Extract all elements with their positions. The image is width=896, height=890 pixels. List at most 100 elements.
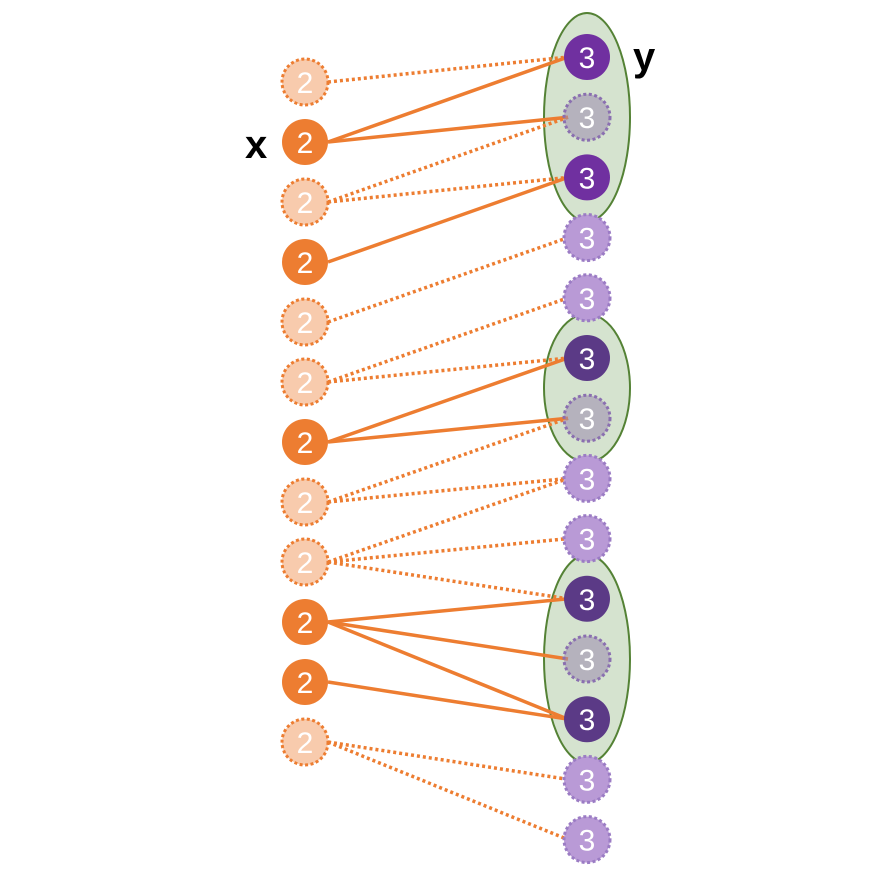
right-node-ghost-label: 3	[579, 102, 596, 135]
edge-dotted	[327, 235, 569, 324]
left-node-faded: 2	[280, 57, 330, 107]
left-node-faded-label: 2	[297, 727, 314, 760]
left-node-solid-label: 2	[297, 127, 314, 160]
left-node-solid-label: 2	[297, 247, 314, 280]
left-node-faded-label: 2	[297, 547, 314, 580]
edge-dotted	[327, 115, 569, 204]
right-node-bright-circle	[564, 154, 610, 201]
edge-dotted	[327, 356, 569, 384]
label-x: x	[245, 123, 267, 167]
right-node-faded: 3	[562, 815, 612, 865]
left-node-faded: 2	[280, 357, 330, 407]
edge-dotted	[327, 740, 569, 842]
left-node-faded-circle	[280, 537, 330, 587]
edge-solid	[327, 680, 569, 721]
left-node-faded-circle	[280, 717, 330, 767]
left-node-solid: 2	[282, 119, 328, 165]
edge-dotted	[327, 476, 569, 564]
right-node-bright: 3	[564, 34, 610, 80]
right-node-ghost-circle	[562, 393, 612, 443]
left-node-faded-label: 2	[297, 307, 314, 340]
left-node-solid-label: 2	[297, 667, 314, 700]
right-node-dark-label: 3	[579, 704, 596, 737]
right-node-bright: 3	[564, 154, 610, 201]
right-node-faded: 3	[562, 213, 612, 263]
right-node-dark-circle	[564, 335, 610, 381]
right-node-ghost-circle	[562, 92, 612, 142]
right-node-faded-circle	[562, 213, 612, 263]
right-node-faded-label: 3	[579, 764, 596, 797]
left-node-faded-circle	[280, 177, 330, 227]
right-node-faded-label: 3	[579, 463, 596, 496]
right-node-faded-circle	[562, 453, 612, 503]
right-node-faded-circle	[562, 815, 612, 865]
edge-solid	[327, 175, 569, 264]
right-node-bright-circle	[564, 34, 610, 80]
left-node-solid: 2	[282, 599, 328, 645]
right-node-dark-label: 3	[579, 584, 596, 617]
left-node-faded-label: 2	[297, 67, 314, 100]
right-node-ghost: 3	[562, 634, 612, 684]
right-node-ghost-label: 3	[579, 644, 596, 677]
left-node-faded-label: 2	[297, 187, 314, 220]
edge-solid	[327, 115, 569, 144]
right-node-dark: 3	[564, 335, 610, 381]
left-node-solid: 2	[282, 419, 328, 465]
right-node-dark: 3	[564, 696, 610, 743]
left-node-solid: 2	[282, 239, 328, 285]
left-node-faded-label: 2	[297, 367, 314, 400]
right-node-bright-label: 3	[579, 42, 596, 75]
left-node-solid-circle	[282, 659, 328, 705]
edge-dotted	[327, 296, 569, 384]
edges-layer	[327, 55, 569, 842]
edge-dotted	[327, 536, 569, 564]
edge-solid	[327, 55, 569, 144]
right-node-faded-label: 3	[579, 825, 596, 858]
right-node-dark-label: 3	[579, 343, 596, 376]
edge-dotted	[327, 476, 569, 504]
left-node-faded-circle	[280, 477, 330, 527]
right-node-dark-circle	[564, 696, 610, 743]
left-node-faded: 2	[280, 177, 330, 227]
right-node-faded-circle	[562, 514, 612, 564]
left-node-faded-circle	[280, 57, 330, 107]
edge-dotted	[327, 740, 569, 782]
edge-solid	[327, 620, 569, 661]
left-node-solid-circle	[282, 599, 328, 645]
right-node-faded: 3	[562, 754, 612, 804]
left-node-faded: 2	[280, 537, 330, 587]
right-node-dark: 3	[564, 575, 610, 622]
right-node-faded-circle	[562, 754, 612, 804]
edge-dotted	[327, 175, 569, 204]
right-node-faded: 3	[562, 273, 612, 323]
left-node-faded-circle	[280, 357, 330, 407]
left-node-faded: 2	[280, 717, 330, 767]
right-node-faded-label: 3	[579, 223, 596, 256]
right-node-faded-circle	[562, 273, 612, 323]
edge-solid	[327, 620, 569, 721]
right-node-ghost-label: 3	[579, 403, 596, 436]
edge-solid	[327, 597, 569, 624]
right-node-dark-circle	[564, 575, 610, 622]
right-node-faded: 3	[562, 453, 612, 503]
left-node-solid-circle	[282, 419, 328, 465]
left-node-faded: 2	[280, 477, 330, 527]
left-node-solid-label: 2	[297, 607, 314, 640]
edge-dotted	[327, 560, 569, 601]
edge-solid	[327, 356, 569, 444]
edge-dotted	[327, 416, 569, 504]
left-node-solid-label: 2	[297, 427, 314, 460]
left-node-solid: 2	[282, 659, 328, 705]
left-node-faded-circle	[280, 297, 330, 347]
edge-dotted	[327, 55, 569, 84]
right-node-ghost: 3	[562, 92, 612, 142]
label-y: y	[633, 35, 656, 79]
right-node-ghost: 3	[562, 393, 612, 443]
edge-solid	[327, 416, 569, 444]
right-node-bright-label: 3	[579, 162, 596, 195]
right-node-ghost-circle	[562, 634, 612, 684]
right-node-faded-label: 3	[579, 283, 596, 316]
left-node-solid-circle	[282, 119, 328, 165]
